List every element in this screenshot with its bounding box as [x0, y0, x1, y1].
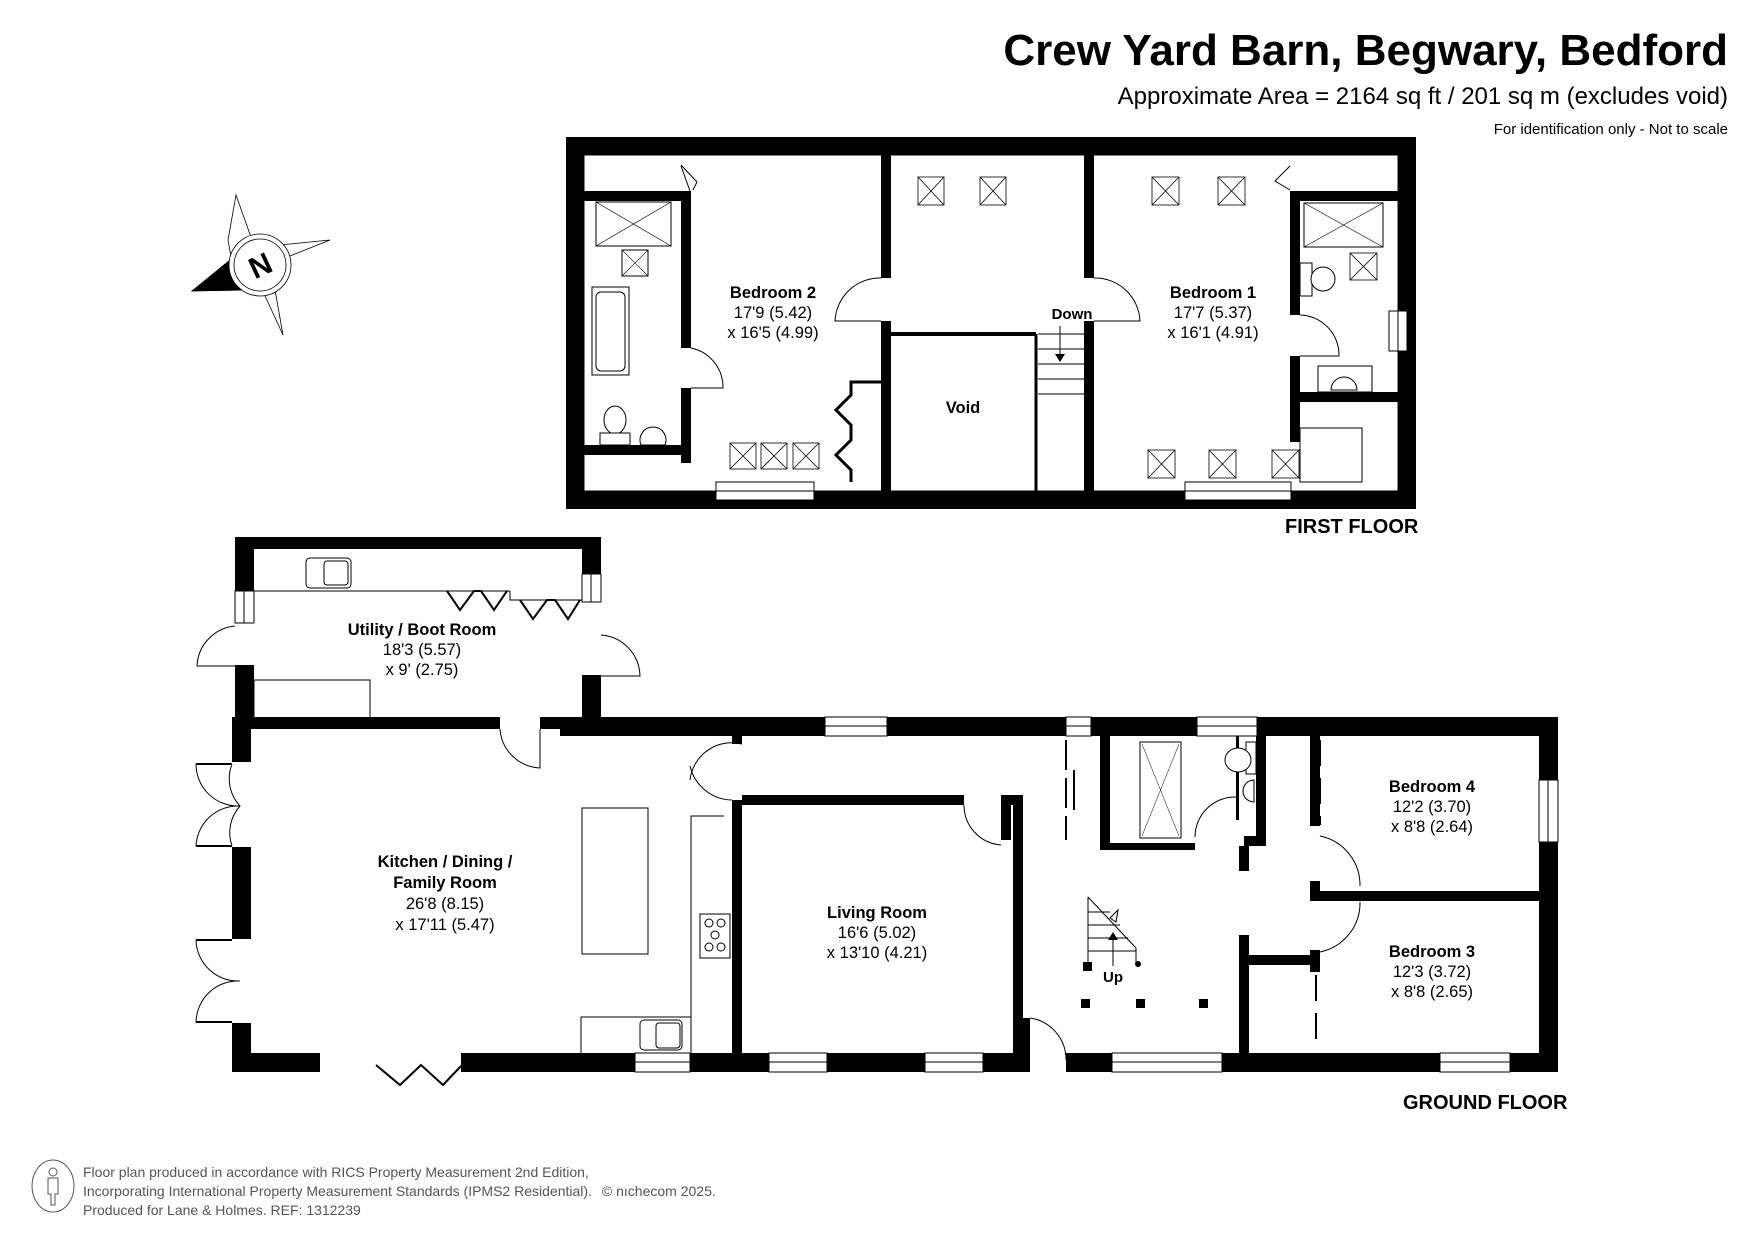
room-label-kitchen: Kitchen / Dining / Family Room 26'8 (8.1… — [378, 852, 513, 936]
footer-line-2-text: Incorporating International Property Mea… — [83, 1183, 592, 1199]
room-dimension-1: 18'3 (5.57) — [382, 641, 462, 659]
footer-line-3: Produced for Lane & Holmes. REF: 1312239 — [83, 1202, 361, 1218]
footer-line-2: Incorporating International Property Mea… — [83, 1182, 716, 1201]
property-title: Crew Yard Barn, Begwary, Bedford — [1003, 26, 1728, 75]
room-name: Void — [945, 399, 981, 417]
north-arrow-icon: N — [190, 193, 331, 336]
room-name-line-2: Family Room — [393, 874, 497, 892]
room-dimension-1: 16'6 (5.02) — [837, 924, 917, 942]
stairs-up-label: Up — [1103, 969, 1123, 986]
room-dimension-2: x 16'5 (4.99) — [727, 324, 819, 342]
room-label-bedroom-1: Bedroom 1 17'7 (5.37) x 16'1 (4.91) — [1167, 283, 1258, 343]
room-dimension-2: x 8'8 (2.65) — [1390, 983, 1474, 1001]
room-dimension-2: x 17'11 (5.47) — [395, 916, 495, 934]
disclaimer-note: For identification only - Not to scale — [1493, 121, 1728, 138]
person-icon — [31, 1159, 75, 1213]
room-label-bedroom-2: Bedroom 2 17'9 (5.42) x 16'5 (4.99) — [727, 283, 818, 343]
room-label-void: Void — [946, 398, 981, 418]
room-name: Kitchen / Dining / — [377, 853, 513, 871]
room-name: Bedroom 4 — [1388, 778, 1476, 796]
room-dimension-2: x 13'10 (4.21) — [826, 944, 928, 962]
room-name: Bedroom 3 — [1388, 943, 1476, 961]
footer-credits: Floor plan produced in accordance with R… — [83, 1163, 716, 1220]
room-label-utility: Utility / Boot Room 18'3 (5.57) x 9' (2.… — [348, 620, 496, 680]
ground-floor-label: GROUND FLOOR — [1403, 1092, 1568, 1114]
room-name: Living Room — [827, 904, 927, 922]
room-label-bedroom-3: Bedroom 3 12'3 (3.72) x 8'8 (2.65) — [1389, 942, 1475, 1002]
first-floor-plan — [566, 137, 1416, 509]
footer-line-1: Floor plan produced in accordance with R… — [83, 1164, 589, 1180]
room-label-bedroom-4: Bedroom 4 12'2 (3.70) x 8'8 (2.64) — [1389, 777, 1475, 837]
room-dimension-2: x 16'1 (4.91) — [1167, 324, 1259, 342]
room-dimension-1: 17'9 (5.42) — [733, 304, 813, 322]
ground-floor-plan — [195, 537, 1559, 1087]
copyright: © nıchecom 2025. — [601, 1183, 716, 1199]
room-name: Utility / Boot Room — [347, 621, 497, 639]
room-dimension-1: 12'2 (3.70) — [1392, 798, 1472, 816]
room-label-living-room: Living Room 16'6 (5.02) x 13'10 (4.21) — [827, 903, 927, 963]
room-dimension-1: 12'3 (3.72) — [1392, 963, 1472, 981]
room-name: Bedroom 1 — [1169, 284, 1257, 302]
room-dimension-2: x 8'8 (2.64) — [1390, 818, 1474, 836]
first-floor-label: FIRST FLOOR — [1285, 516, 1419, 538]
stairs-down-label: Down — [1051, 306, 1093, 323]
room-dimension-2: x 9' (2.75) — [385, 661, 459, 679]
room-dimension-1: 26'8 (8.15) — [405, 895, 485, 913]
room-dimension-1: 17'7 (5.37) — [1173, 304, 1253, 322]
approximate-area: Approximate Area = 2164 sq ft / 201 sq m… — [1117, 83, 1728, 110]
room-name: Bedroom 2 — [729, 284, 817, 302]
